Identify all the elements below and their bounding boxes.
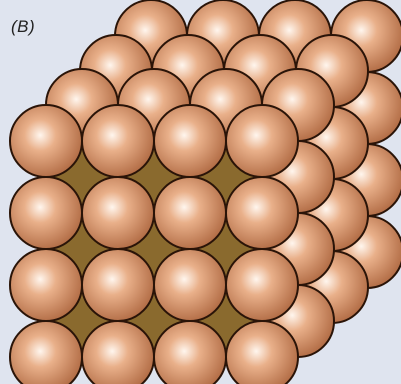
front-sphere-r2-c4	[226, 177, 298, 249]
front-sphere-r3-c1	[10, 249, 82, 321]
front-sphere-r3-c4	[226, 249, 298, 321]
front-sphere-r2-c3	[154, 177, 226, 249]
front-sphere-r4-c1	[10, 321, 82, 384]
front-sphere-r1-c4	[226, 105, 298, 177]
interstitial-gap	[46, 140, 266, 350]
front-sphere-r2-c1	[10, 177, 82, 249]
panel-label: (B)	[11, 17, 35, 37]
front-sphere-r3-c3	[154, 249, 226, 321]
front-sphere-r2-c2	[82, 177, 154, 249]
front-sphere-r3-c2	[82, 249, 154, 321]
front-sphere-r1-c2	[82, 105, 154, 177]
front-sphere-r1-c3	[154, 105, 226, 177]
front-sphere-r1-c1	[10, 105, 82, 177]
front-sphere-r4-c3	[154, 321, 226, 384]
front-sphere-r4-c2	[82, 321, 154, 384]
front-sphere-r4-c4	[226, 321, 298, 384]
